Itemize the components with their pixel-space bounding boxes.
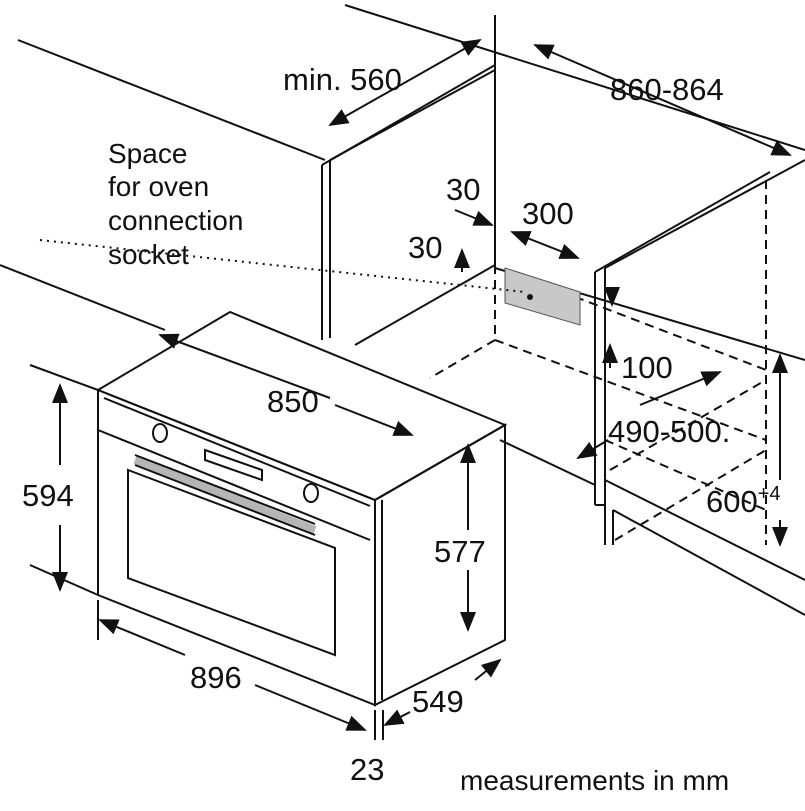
label-896: 896 [190, 660, 242, 695]
label-30-top: 30 [446, 172, 480, 207]
label-600-tolerance: +4 [758, 483, 781, 505]
label-490-500: 490-500. [608, 414, 730, 449]
units-note: measurements in mm [460, 765, 729, 796]
label-min-560: min. 560 [283, 62, 402, 97]
cabinet-outline [0, 4, 805, 616]
label-860-864: 860-864 [610, 72, 724, 107]
label-100: 100 [621, 350, 673, 385]
knob-right [303, 483, 319, 503]
label-300: 300 [522, 196, 574, 231]
label-600: 600+4 [706, 483, 781, 519]
label-23: 23 [350, 752, 384, 787]
label-594: 594 [22, 478, 74, 513]
display-panel [204, 448, 263, 482]
label-850: 850 [267, 384, 319, 419]
socket-dot [527, 294, 533, 300]
label-600-value: 600 [706, 484, 758, 519]
socket-note-line-1: Space [108, 138, 187, 169]
label-577: 577 [434, 534, 486, 569]
oven [95, 310, 508, 707]
socket-note-line-3: connection [108, 205, 243, 236]
label-549: 549 [412, 684, 464, 719]
dimension-arrows [29, 39, 792, 740]
label-30-side: 30 [408, 230, 442, 265]
socket-leader-line [39, 239, 526, 293]
socket-note-line-4: socket [108, 239, 189, 270]
socket-area [504, 267, 581, 326]
socket-note-line-2: for oven [108, 171, 209, 202]
door-handle [133, 456, 317, 534]
knob-left [152, 423, 168, 443]
